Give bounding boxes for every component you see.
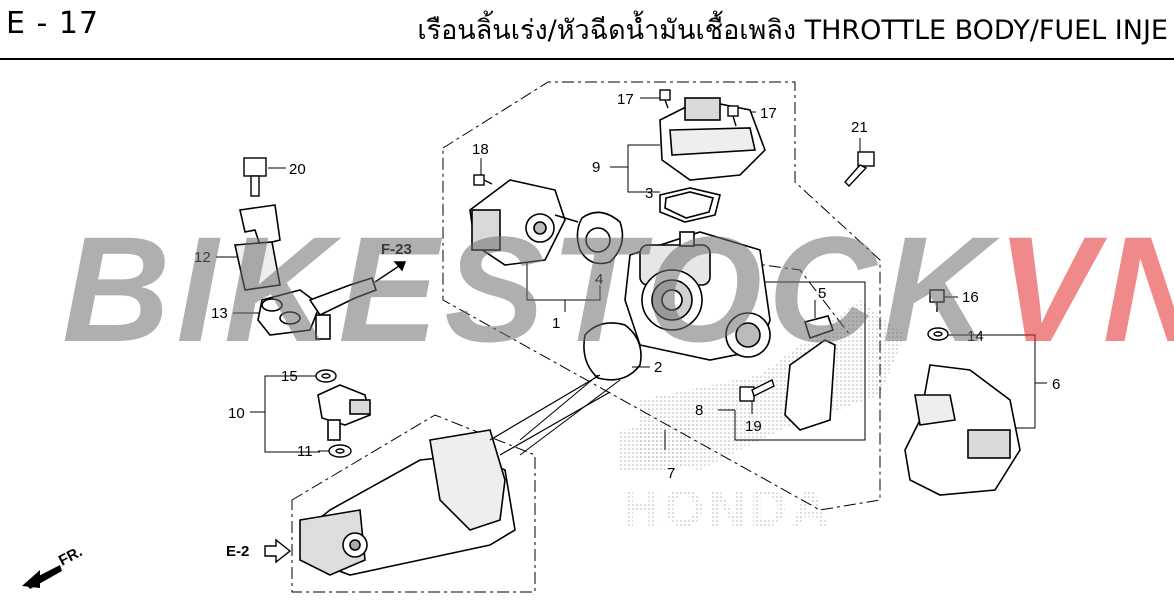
label-part-15: 15 <box>281 368 298 385</box>
page-header: E - 17 เรือนลิ้นเร่ง/หัวฉีดน้ำมันเชื้อเพ… <box>0 0 1174 58</box>
bolt-20[interactable] <box>243 157 267 197</box>
leader-lines <box>216 97 964 456</box>
label-part-18: 18 <box>472 141 489 158</box>
header-rule <box>0 58 1174 60</box>
label-part-4: 4 <box>595 271 603 288</box>
page-code: E - 17 <box>6 6 100 41</box>
fuel-pipe-13[interactable] <box>257 276 378 340</box>
o-ring-4[interactable] <box>576 211 624 265</box>
label-part-9: 9 <box>592 159 600 176</box>
throttle-position-sensor[interactable] <box>469 179 579 266</box>
watermark-part1: BIKESTOCK <box>62 205 997 373</box>
page-title: เรือนลิ้นเร่ง/หัวฉีดน้ำมันเชื้อเพลิง THR… <box>417 15 1168 46</box>
label-part-11: 11 <box>297 443 313 460</box>
label-front: FR. <box>56 543 85 569</box>
bolt-19[interactable] <box>739 379 775 402</box>
o-ring-15[interactable] <box>315 369 337 383</box>
connector-pipe <box>489 374 611 456</box>
throttle-body[interactable] <box>624 231 771 361</box>
label-ref-e2: E-2 <box>226 543 249 560</box>
label-part-7: 7 <box>667 465 675 482</box>
bolt-21[interactable] <box>844 151 875 188</box>
label-part-8: 8 <box>695 402 703 419</box>
front-direction-arrow <box>22 565 62 589</box>
gasket-2[interactable] <box>583 322 642 381</box>
fuel-injector[interactable] <box>317 384 371 441</box>
watermark: BIKESTOCKVN <box>62 214 1174 364</box>
intake-manifold[interactable] <box>299 429 516 576</box>
bolt-17-right[interactable] <box>727 105 739 127</box>
sensor-unit[interactable] <box>659 97 766 181</box>
label-part-17-left: 17 <box>617 91 634 108</box>
bracket-5[interactable] <box>784 315 836 431</box>
seal-ring-11[interactable] <box>328 444 352 458</box>
label-part-17-right: 17 <box>760 105 777 122</box>
label-part-5: 5 <box>818 285 826 302</box>
screw-18[interactable] <box>473 174 493 186</box>
honda-brand-text: HONDA <box>622 480 833 538</box>
bolt-17-left[interactable] <box>659 89 671 109</box>
label-part-16: 16 <box>962 289 979 306</box>
label-part-19: 19 <box>745 418 762 435</box>
washer-14[interactable] <box>927 327 949 341</box>
label-part-21: 21 <box>851 119 868 136</box>
label-part-20: 20 <box>289 161 306 178</box>
label-part-2: 2 <box>654 359 662 376</box>
label-part-14: 14 <box>967 328 984 345</box>
label-part-13: 13 <box>211 305 228 322</box>
label-part-12: 12 <box>194 249 211 266</box>
e2-reference-arrow <box>264 538 292 564</box>
f23-reference-arrow <box>374 261 407 283</box>
label-part-6: 6 <box>1052 376 1060 393</box>
watermark-part2: VN <box>996 205 1174 373</box>
label-part-10: 10 <box>228 405 245 422</box>
label-part-1: 1 <box>552 315 560 332</box>
cover-6[interactable] <box>904 364 1021 496</box>
gasket-3[interactable] <box>659 187 721 223</box>
injector-bracket-12[interactable] <box>234 204 281 291</box>
label-part-3: 3 <box>645 185 653 202</box>
screw-16[interactable] <box>929 289 945 312</box>
part-labels: 1 2 3 4 5 6 7 8 9 10 11 12 13 14 15 16 1… <box>56 91 1060 570</box>
label-ref-f23: F-23 <box>381 241 412 258</box>
